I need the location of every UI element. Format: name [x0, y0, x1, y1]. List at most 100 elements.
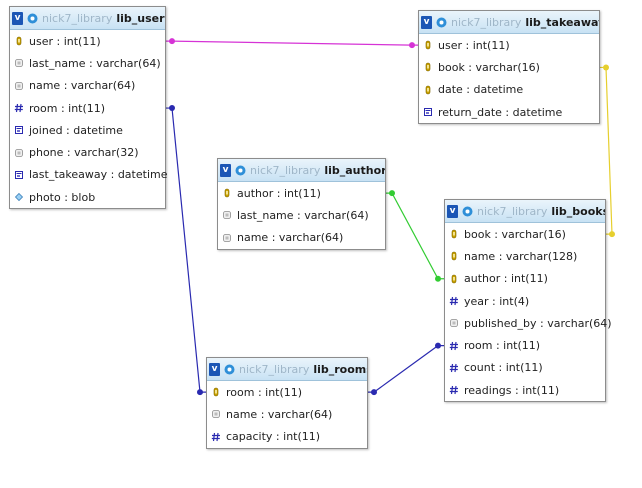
date-column-icon	[424, 108, 432, 117]
column-row[interactable]: room : int(11)	[445, 334, 605, 356]
column-row[interactable]: user : int(11)	[419, 34, 599, 56]
column-row[interactable]: author : int(11)	[218, 182, 385, 204]
column-row[interactable]: book : varchar(16)	[419, 56, 599, 78]
column-row[interactable]: name : varchar(128)	[445, 245, 605, 267]
column-icon	[212, 410, 220, 419]
relation-endpoint	[603, 64, 609, 71]
column-label: phone : varchar(32)	[29, 146, 139, 160]
database-name: nick7_library	[239, 362, 310, 376]
primary-key-icon	[213, 387, 219, 397]
database-name: nick7_library	[42, 11, 113, 25]
column-list: user : int(11)book : varchar(16)date : d…	[419, 34, 599, 123]
column-label: capacity : int(11)	[226, 430, 321, 444]
toggle-columns-icon[interactable]: v	[421, 15, 432, 29]
database-name: nick7_library	[477, 204, 548, 218]
column-row[interactable]: last_name : varchar(64)	[10, 52, 165, 74]
column-icon	[15, 148, 23, 157]
relation-line	[386, 192, 444, 280]
table-lib-users[interactable]: v nick7_library lib_users user : int(11)…	[9, 6, 167, 210]
column-label: last_name : varchar(64)	[237, 208, 369, 222]
column-row[interactable]: book : varchar(16)	[445, 223, 605, 245]
table-lib-takeaway[interactable]: v nick7_library lib_takeaway user : int(…	[418, 10, 600, 125]
numeric-column-icon	[449, 363, 458, 372]
column-row[interactable]: last_takeaway : datetime	[10, 164, 167, 186]
table-lib-authors[interactable]: v nick7_library lib_authors author : int…	[217, 158, 386, 250]
primary-key-icon	[16, 36, 22, 46]
table-lib-rooms[interactable]: v nick7_library lib_rooms room : int(11)…	[206, 357, 368, 449]
primary-key-icon	[425, 85, 431, 95]
column-row[interactable]: joined : datetime	[10, 119, 165, 141]
gear-icon[interactable]	[461, 205, 474, 218]
table-header[interactable]: v nick7_library lib_books	[445, 200, 605, 223]
toggle-columns-icon[interactable]: v	[12, 11, 23, 25]
primary-key-icon	[224, 188, 230, 198]
relation-endpoint	[169, 38, 175, 45]
column-row[interactable]: date : datetime	[419, 79, 599, 101]
column-row[interactable]: published_by : varchar(64)	[445, 312, 612, 334]
column-icon	[15, 81, 23, 90]
table-header[interactable]: v nick7_library lib_authors	[218, 159, 385, 182]
relation-endpoint	[409, 42, 415, 49]
column-row[interactable]: last_name : varchar(64)	[218, 204, 385, 226]
relation-line	[368, 345, 444, 393]
table-name: lib_users	[116, 11, 165, 25]
relation-endpoint	[389, 190, 395, 197]
column-label: user : int(11)	[29, 34, 101, 48]
relation-endpoint	[169, 105, 175, 112]
date-column-icon	[15, 170, 23, 179]
column-label: author : int(11)	[237, 186, 321, 200]
column-row[interactable]: year : int(4)	[445, 290, 605, 312]
database-name: nick7_library	[451, 15, 522, 29]
column-row[interactable]: author : int(11)	[445, 268, 605, 290]
column-icon	[15, 59, 23, 68]
column-row[interactable]: room : int(11)	[10, 97, 165, 119]
relation-endpoint	[371, 389, 377, 396]
table-lib-books[interactable]: v nick7_library lib_books book : varchar…	[444, 199, 612, 403]
column-label: year : int(4)	[464, 294, 530, 308]
gear-icon[interactable]	[26, 12, 39, 25]
column-row[interactable]: name : varchar(64)	[207, 403, 367, 425]
relation-endpoint	[197, 389, 203, 396]
column-row[interactable]: phone : varchar(32)	[10, 141, 165, 163]
column-label: joined : datetime	[29, 123, 123, 137]
column-row[interactable]: count : int(11)	[445, 357, 605, 379]
gear-icon[interactable]	[223, 363, 236, 376]
numeric-column-icon	[449, 386, 458, 395]
column-row[interactable]: readings : int(11)	[445, 379, 605, 401]
toggle-columns-icon[interactable]: v	[220, 163, 231, 177]
relation-line	[166, 40, 418, 46]
column-list: room : int(11) name : varchar(64) capacity…	[207, 381, 367, 448]
column-row[interactable]: capacity : int(11)	[207, 426, 367, 448]
primary-key-icon	[425, 63, 431, 72]
table-name: lib_takeaway	[525, 15, 599, 29]
column-row[interactable]: room : int(11)	[207, 381, 367, 403]
column-label: photo : blob	[29, 190, 96, 204]
column-label: last_name : varchar(64)	[29, 56, 161, 70]
table-header[interactable]: v nick7_library lib_rooms	[207, 358, 367, 381]
column-icon	[223, 211, 231, 220]
column-icon	[223, 233, 231, 242]
column-list: user : int(11) last_name : varchar(64) nam…	[10, 30, 167, 208]
column-row[interactable]: name : varchar(64)	[10, 75, 165, 97]
table-name: lib_rooms	[313, 362, 367, 376]
gear-icon[interactable]	[435, 16, 448, 29]
column-label: author : int(11)	[464, 272, 548, 286]
column-row[interactable]: name : varchar(64)	[218, 227, 385, 249]
column-label: room : int(11)	[226, 385, 303, 399]
column-list: author : int(11) last_name : varchar(64) n…	[218, 182, 385, 249]
gear-icon[interactable]	[234, 164, 247, 177]
relation-endpoint	[609, 231, 615, 238]
numeric-column-icon	[449, 296, 458, 306]
column-row[interactable]: return_date : datetime	[419, 101, 599, 123]
toggle-columns-icon[interactable]: v	[447, 204, 458, 218]
toggle-columns-icon[interactable]: v	[209, 362, 220, 376]
table-header[interactable]: v nick7_library lib_takeaway	[419, 11, 599, 34]
primary-key-icon	[425, 40, 431, 50]
table-header[interactable]: v nick7_library lib_users	[10, 7, 165, 30]
column-row[interactable]: user : int(11)	[10, 30, 165, 52]
column-label: name : varchar(64)	[226, 407, 333, 421]
column-row[interactable]: photo : blob	[10, 186, 165, 208]
column-label: room : int(11)	[464, 339, 541, 353]
column-label: name : varchar(128)	[464, 249, 578, 263]
